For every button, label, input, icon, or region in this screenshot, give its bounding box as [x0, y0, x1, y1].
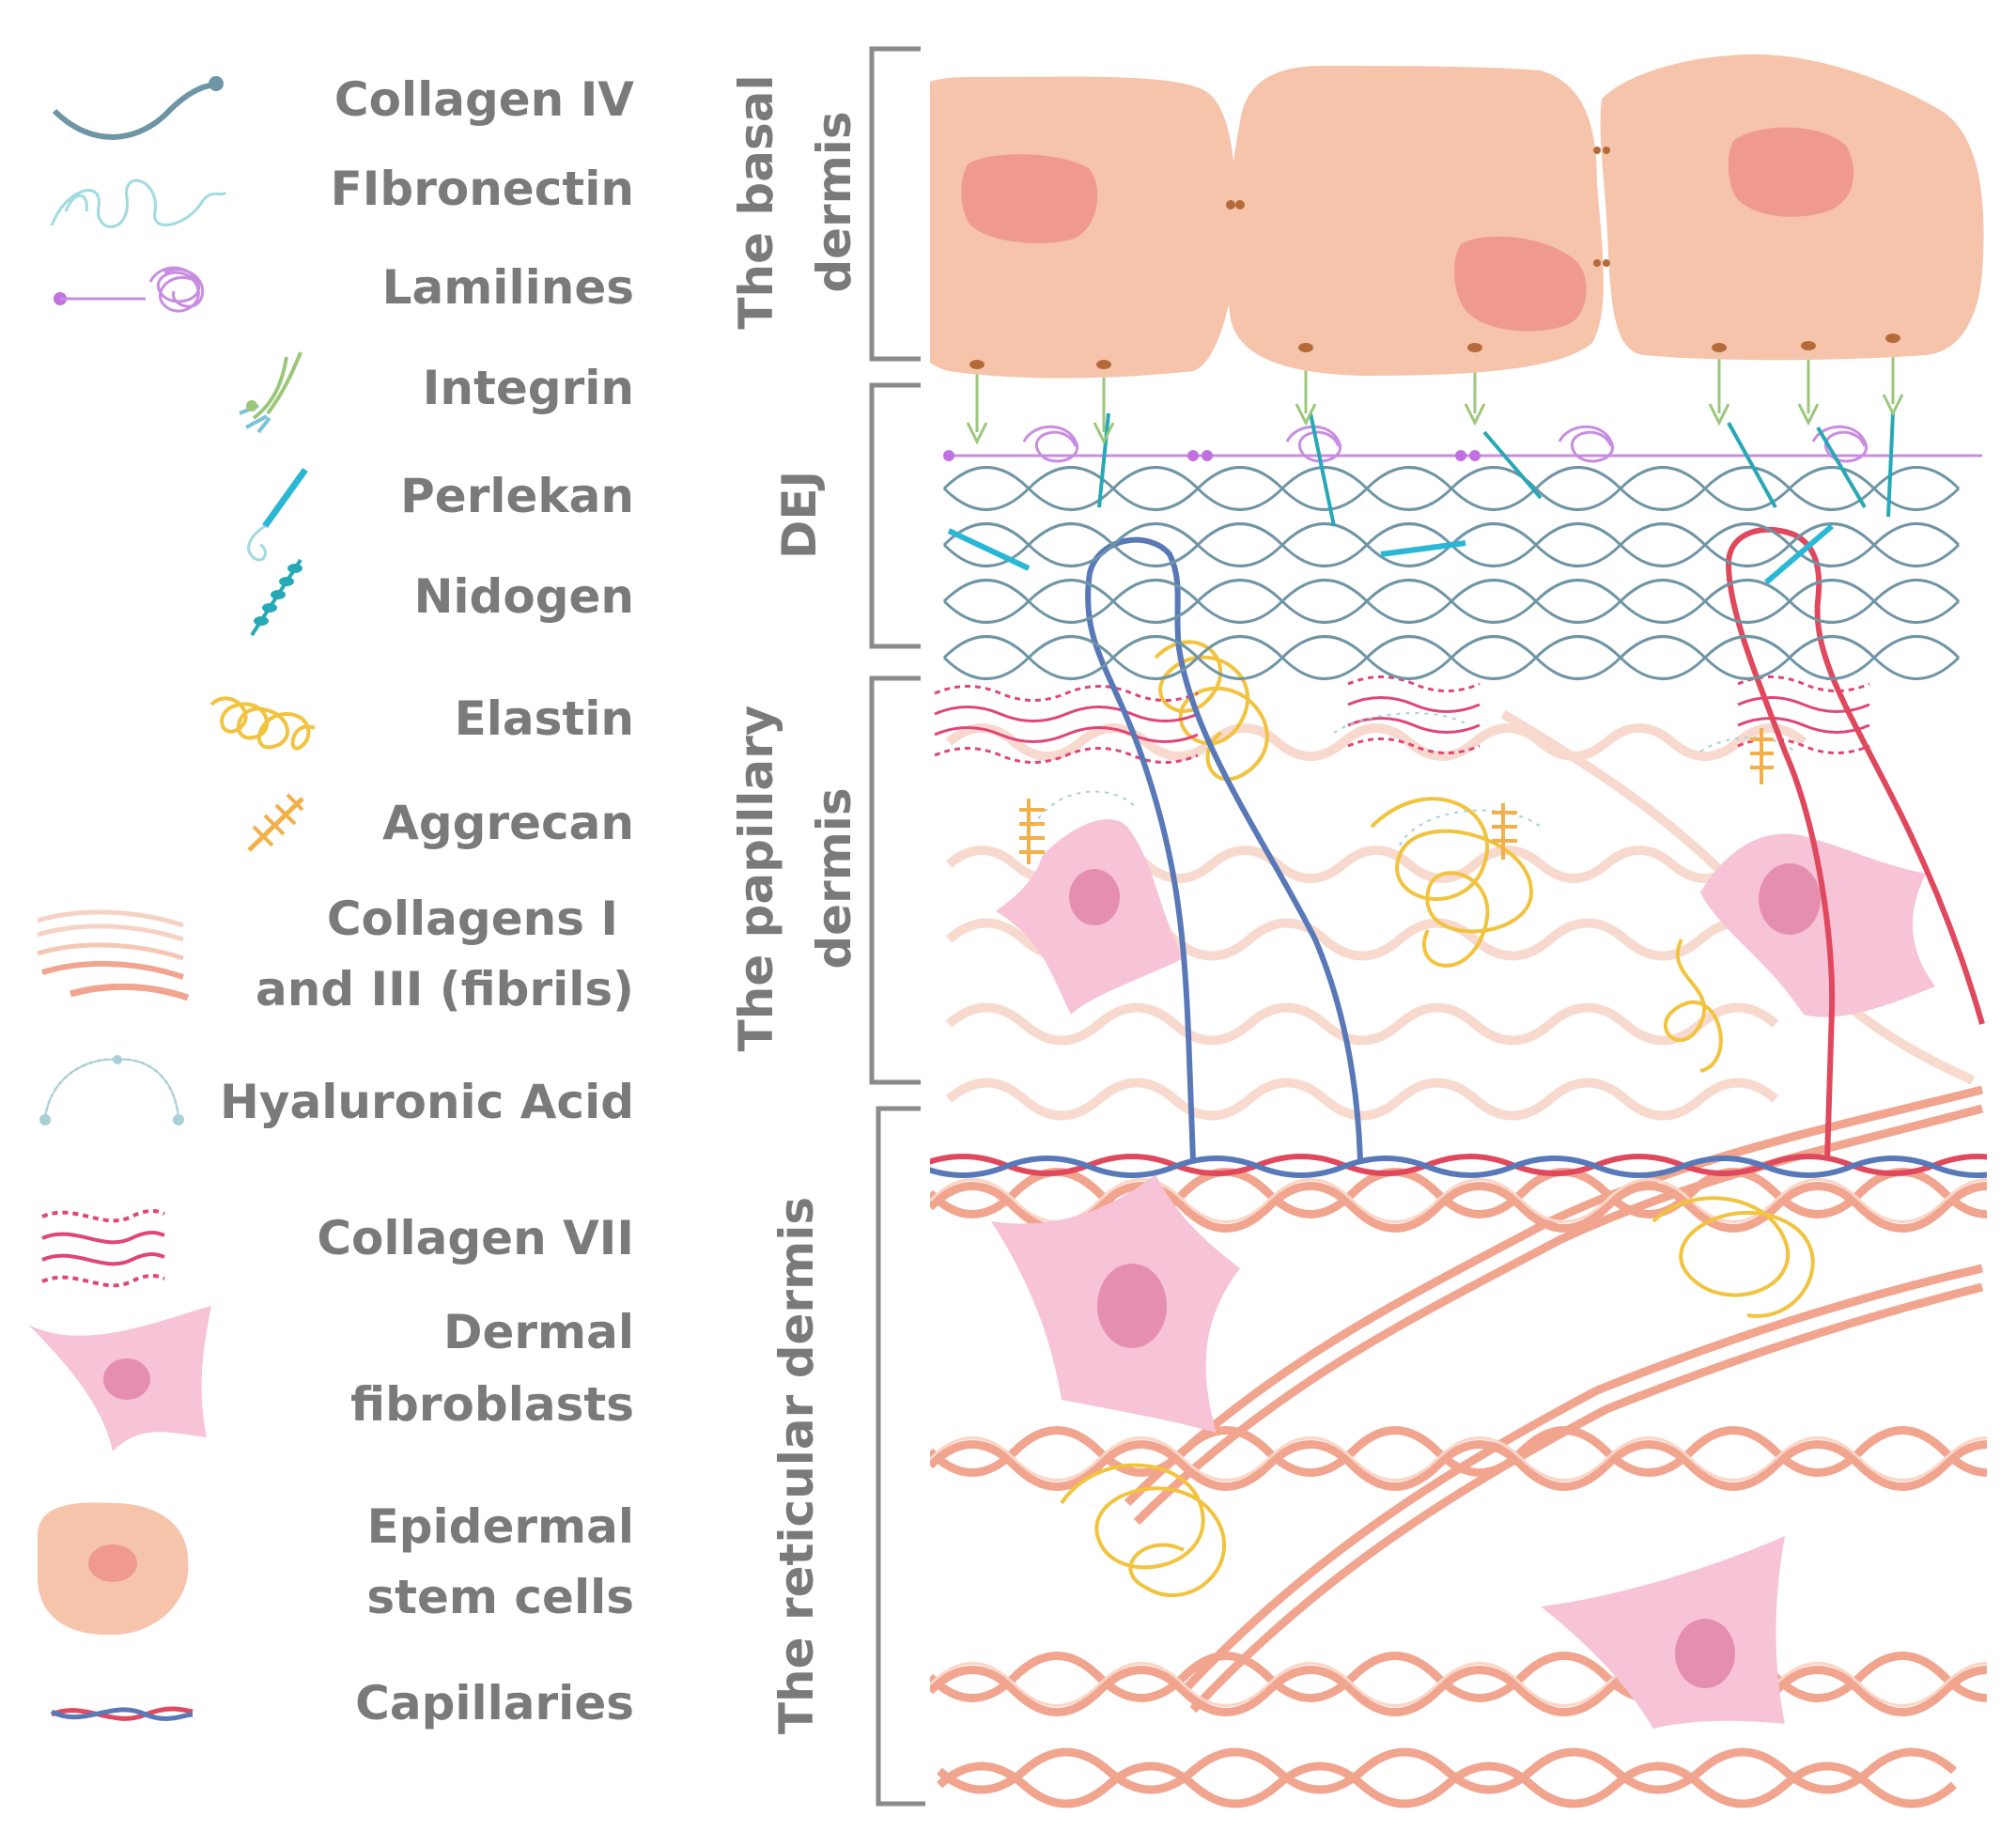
- collagen-vii-icon: [41, 1209, 165, 1288]
- hyaluronic-acid-arcs: [1032, 712, 1795, 846]
- perlecan-icon: [247, 467, 308, 562]
- tissue-illustration: [930, 54, 1987, 1808]
- legend: Collagen IV FIbronectin Lamilines Integr…: [28, 72, 634, 1730]
- legend-label-integrin: Integrin: [423, 361, 634, 415]
- legend-label-stem-cell-line2: stem cells: [366, 1570, 634, 1624]
- legend-label-collagen-iv: Collagen IV: [334, 72, 634, 127]
- legend-label-hyaluronic-acid: Hyaluronic Acid: [220, 1075, 634, 1129]
- layer-label-papillary-line1: The papillary: [729, 706, 783, 1052]
- legend-label-capillaries: Capillaries: [355, 1676, 634, 1730]
- legend-label-perlecan: Perlekan: [400, 469, 634, 523]
- bracket-papillary: [869, 675, 921, 1085]
- legend-label-fibronectin: FIbronectin: [331, 162, 634, 216]
- legend-label-fibroblast-line2: fibroblasts: [350, 1377, 634, 1432]
- papillary-fibroblast-right: [1700, 833, 1935, 1017]
- reticular-fibroblast-right: [1541, 1536, 1785, 1729]
- stem-cell-icon: [38, 1502, 189, 1636]
- legend-label-elastin: Elastin: [455, 691, 634, 746]
- collagen-iv-icon: [52, 76, 224, 140]
- layer-label-papillary-line2: dermis: [807, 787, 861, 969]
- basal-stem-cell-1: [930, 76, 1236, 379]
- perlecan-sticks: [947, 523, 1834, 585]
- legend-label-laminin: Lamilines: [382, 260, 634, 315]
- legend-label-aggrecan: Aggrecan: [382, 796, 634, 850]
- legend-label-collagen-fibrils-line1: Collagens I: [327, 892, 618, 946]
- horizontal-capillaries: [930, 1154, 1987, 1178]
- laminin-icon: [54, 266, 205, 313]
- reticular-fibroblast-left: [991, 1174, 1240, 1433]
- legend-label-stem-cell-line1: Epidermal: [367, 1499, 634, 1554]
- legend-label-collagen-vii: Collagen VII: [317, 1211, 634, 1265]
- nidogen-strands: [1097, 412, 1895, 527]
- legend-label-collagen-fibrils-line2: and III (fibrils): [256, 962, 634, 1016]
- basal-stem-cell-2: [1226, 66, 1604, 376]
- layer-labels: The basal dermis DEJ The papillary dermi…: [729, 46, 925, 1807]
- bracket-dej: [869, 382, 921, 649]
- reticular-collagen-bundles: [930, 1085, 1987, 1808]
- capillary-loop-red: [1725, 526, 1985, 1161]
- elastin-fibers: [1060, 640, 1815, 1597]
- capillaries-icon: [50, 1706, 194, 1721]
- aggrecan-markers: [1019, 728, 1774, 864]
- layer-label-basal-line2: dermis: [807, 111, 861, 292]
- layer-label-basal-line1: The basal: [729, 74, 783, 329]
- collagen-vii-bands: [934, 675, 1870, 764]
- layer-label-reticular: The reticular dermis: [769, 1197, 824, 1734]
- legend-label-fibroblast-line1: Dermal: [443, 1305, 634, 1359]
- layer-label-dej: DEJ: [772, 471, 827, 559]
- collagen-fibrils-icon: [37, 909, 190, 1001]
- fibroblast-icon: [28, 1306, 211, 1451]
- capillary-loop-blue: [1085, 536, 1363, 1161]
- bracket-reticular: [876, 1106, 925, 1807]
- basal-stem-cell-3: [1600, 54, 1984, 361]
- aggrecan-icon: [247, 793, 304, 852]
- integrin-icon: [239, 351, 302, 434]
- nidogen-icon: [250, 558, 302, 637]
- papillary-fibroblast-left: [996, 818, 1184, 1015]
- bracket-basal: [869, 46, 921, 362]
- fibronectin-icon: [50, 178, 227, 228]
- legend-label-nidogen: Nidogen: [414, 569, 634, 624]
- elastin-icon: [209, 696, 316, 751]
- hyaluronic-acid-icon: [39, 1055, 184, 1125]
